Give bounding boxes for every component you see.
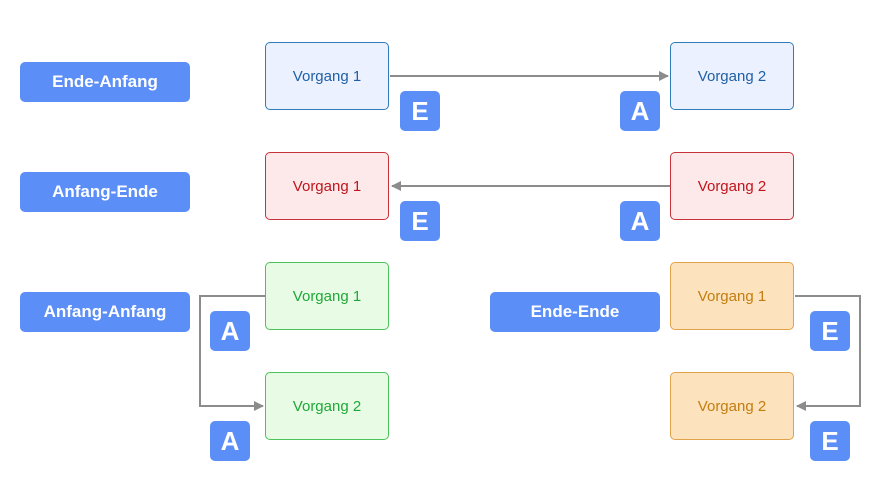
- box-ende-anfang-vorgang-2: Vorgang 2: [670, 42, 794, 110]
- badge-anfang-ende-e: E: [400, 201, 440, 241]
- label-anfang-anfang: Anfang-Anfang: [20, 292, 190, 332]
- badge-anfang-anfang-a-bottom: A: [210, 421, 250, 461]
- box-ende-anfang-vorgang-1: Vorgang 1: [265, 42, 389, 110]
- box-ende-ende-vorgang-1: Vorgang 1: [670, 262, 794, 330]
- arrow-anfang-anfang: [199, 295, 265, 411]
- badge-ende-anfang-e: E: [400, 91, 440, 131]
- label-anfang-ende: Anfang-Ende: [20, 172, 190, 212]
- box-anfang-ende-vorgang-1: Vorgang 1: [265, 152, 389, 220]
- box-ende-ende-vorgang-2: Vorgang 2: [670, 372, 794, 440]
- arrow-ende-ende: [795, 295, 861, 411]
- box-anfang-ende-vorgang-2: Vorgang 2: [670, 152, 794, 220]
- label-ende-anfang: Ende-Anfang: [20, 62, 190, 102]
- badge-ende-ende-e-bottom: E: [810, 421, 850, 461]
- label-ende-ende: Ende-Ende: [490, 292, 660, 332]
- box-anfang-anfang-vorgang-1: Vorgang 1: [265, 262, 389, 330]
- badge-anfang-ende-a: A: [620, 201, 660, 241]
- badge-ende-anfang-a: A: [620, 91, 660, 131]
- badge-ende-ende-e-top: E: [810, 311, 850, 351]
- box-anfang-anfang-vorgang-2: Vorgang 2: [265, 372, 389, 440]
- badge-anfang-anfang-a-top: A: [210, 311, 250, 351]
